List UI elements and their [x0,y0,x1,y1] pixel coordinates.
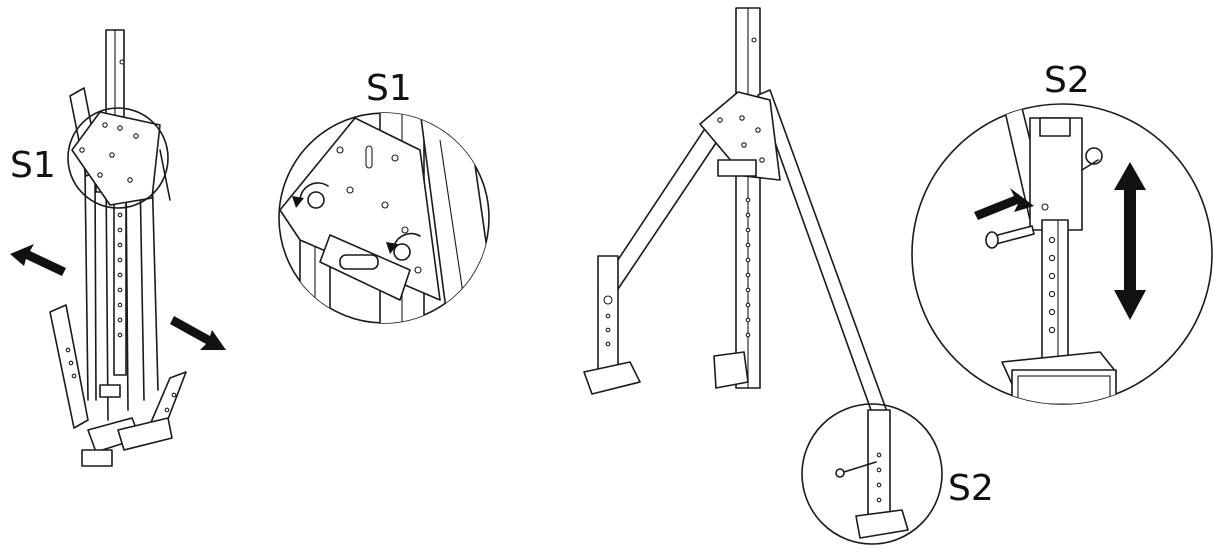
pin-ring [1085,147,1103,165]
folded-stand-figure: S1 [10,29,226,467]
center-holes [745,197,751,338]
arrow-left-icon [10,244,66,276]
s1-detail-figure: S1 [278,68,490,324]
s2-detail-figure: S2 [911,60,1213,405]
arrow-right-icon [170,316,226,350]
double-arrow-updown-icon [1114,162,1146,320]
top-clamp [717,159,757,177]
detail-circle-s2 [801,403,943,545]
arrow-insert-icon [974,188,1034,220]
adjust-holes [117,212,123,338]
label-s2-detail: S2 [1044,60,1090,101]
foot-bottom [81,449,113,467]
right-leg [757,89,891,425]
right-post [867,409,891,521]
label-s2-right: S2 [948,468,994,509]
bottom-bracket [99,384,121,398]
lower-left-leg [49,304,89,429]
rotate-icon-lower [393,232,421,247]
bolt [993,225,1035,245]
knob-lower [393,243,411,261]
right-foot [855,509,909,539]
inner-tube [1041,219,1069,361]
knob-upper [307,191,325,209]
left-foot [583,361,641,395]
label-s1-left: S1 [10,145,56,186]
deployed-stand-figure: S2 [583,7,994,545]
label-s1-detail: S1 [366,68,412,109]
detail-circle-s1 [67,107,169,209]
rotate-icon [299,182,329,201]
center-bracket [713,351,749,389]
lock-pin [843,461,877,473]
foot-right [117,417,173,451]
